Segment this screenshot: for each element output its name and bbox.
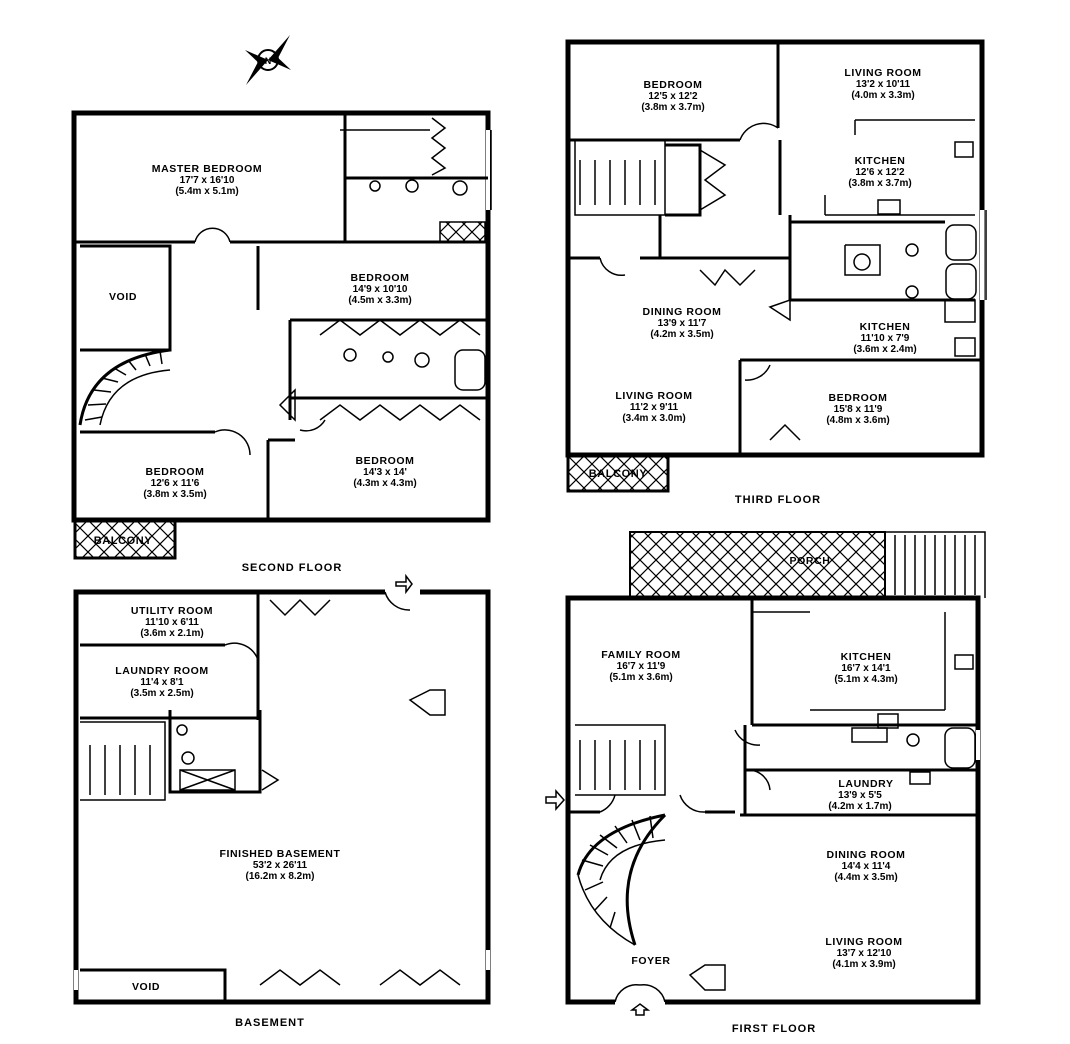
floor-title: BASEMENT <box>235 1017 305 1029</box>
room-dimension: 12'5 x 12'2 <box>648 91 698 102</box>
floor-title: FIRST FLOOR <box>732 1023 816 1035</box>
room-dimension-metric: (4.4m x 3.5m) <box>834 872 897 883</box>
room-dimension: 53'2 x 26'11 <box>253 860 308 871</box>
room-name: LAUNDRY <box>838 778 893 790</box>
second-floor-plan <box>71 110 492 560</box>
room-name: FAMILY ROOM <box>601 649 681 661</box>
room-name: UTILITY ROOM <box>131 605 213 617</box>
room-dimension: 11'10 x 7'9 <box>861 333 910 344</box>
room-dimension-metric: (3.4m x 3.0m) <box>622 413 685 424</box>
room-dimension: 17'7 x 16'10 <box>180 175 235 186</box>
room-name: BEDROOM <box>643 79 702 91</box>
room-dimension: 11'4 x 8'1 <box>140 677 184 688</box>
room-dimension-metric: (3.6m x 2.4m) <box>853 344 916 355</box>
room-dimension-metric: (4.2m x 1.7m) <box>828 801 891 812</box>
room-dimension: 16'7 x 14'1 <box>841 663 891 674</box>
room-dimension-metric: (4.2m x 3.5m) <box>650 329 713 340</box>
room-dimension: 13'2 x 10'11 <box>856 79 911 90</box>
balcony-hatch <box>566 453 670 493</box>
room-name: BALCONY <box>589 468 648 480</box>
first-floor-plan <box>545 531 986 1016</box>
balcony-hatch <box>73 518 177 560</box>
room-name: KITCHEN <box>855 155 906 167</box>
room-dimension: 15'8 x 11'9 <box>834 404 883 415</box>
north-compass-icon: N <box>245 35 291 85</box>
room-dimension-metric: (3.5m x 2.5m) <box>130 688 193 699</box>
room-dimension-metric: (3.8m x 3.7m) <box>848 178 911 189</box>
room-dimension: 14'9 x 10'10 <box>353 284 408 295</box>
room-name: BEDROOM <box>145 466 204 478</box>
room-name: KITCHEN <box>841 651 892 663</box>
room-name: DINING ROOM <box>827 849 906 861</box>
room-name: BEDROOM <box>350 272 409 284</box>
room-dimension-metric: (4.8m x 3.6m) <box>826 415 889 426</box>
room-name: BEDROOM <box>355 455 414 467</box>
room-dimension-metric: (16.2m x 8.2m) <box>246 871 315 882</box>
room-name: VOID <box>109 291 137 303</box>
room-name: BEDROOM <box>828 392 887 404</box>
floor-title: SECOND FLOOR <box>242 562 343 574</box>
room-name: DINING ROOM <box>643 306 722 318</box>
room-name: LIVING ROOM <box>825 936 902 948</box>
third-floor-plan <box>565 39 987 493</box>
room-dimension-metric: (3.6m x 2.1m) <box>140 628 203 639</box>
room-dimension-metric: (5.1m x 4.3m) <box>834 674 897 685</box>
room-dimension: 11'10 x 6'11 <box>145 617 199 628</box>
basement-plan <box>73 573 491 1005</box>
room-dimension-metric: (4.3m x 4.3m) <box>353 478 416 489</box>
room-dimension-metric: (5.1m x 3.6m) <box>609 672 672 683</box>
room-dimension-metric: (3.8m x 3.7m) <box>641 102 704 113</box>
floor-title: THIRD FLOOR <box>735 494 821 506</box>
room-name: FOYER <box>631 955 670 967</box>
room-dimension: 13'7 x 12'10 <box>837 948 892 959</box>
room-name: BALCONY <box>94 535 153 547</box>
porch-hatch <box>629 531 886 599</box>
room-dimension: 13'9 x 5'5 <box>838 790 882 801</box>
room-name: LIVING ROOM <box>844 67 921 79</box>
room-name: MASTER BEDROOM <box>152 163 262 175</box>
room-name: LAUNDRY ROOM <box>115 665 209 677</box>
room-dimension: 12'6 x 11'6 <box>151 478 200 489</box>
room-name: KITCHEN <box>860 321 911 333</box>
room-dimension: 12'6 x 12'2 <box>855 167 905 178</box>
room-dimension-metric: (4.0m x 3.3m) <box>851 90 914 101</box>
room-name: VOID <box>132 981 160 993</box>
room-dimension-metric: (4.1m x 3.9m) <box>832 959 895 970</box>
room-dimension: 11'2 x 9'11 <box>630 402 679 413</box>
compass-label: N <box>265 56 272 66</box>
room-name: PORCH <box>790 555 831 567</box>
room-dimension: 13'9 x 11'7 <box>658 318 707 329</box>
room-dimension: 14'4 x 11'4 <box>842 861 891 872</box>
room-dimension: 16'7 x 11'9 <box>617 661 666 672</box>
room-name: FINISHED BASEMENT <box>219 848 340 860</box>
room-dimension: 14'3 x 14' <box>363 467 407 478</box>
room-dimension-metric: (3.8m x 3.5m) <box>143 489 206 500</box>
room-dimension-metric: (5.4m x 5.1m) <box>175 186 238 197</box>
room-dimension-metric: (4.5m x 3.3m) <box>348 295 411 306</box>
room-name: LIVING ROOM <box>615 390 692 402</box>
